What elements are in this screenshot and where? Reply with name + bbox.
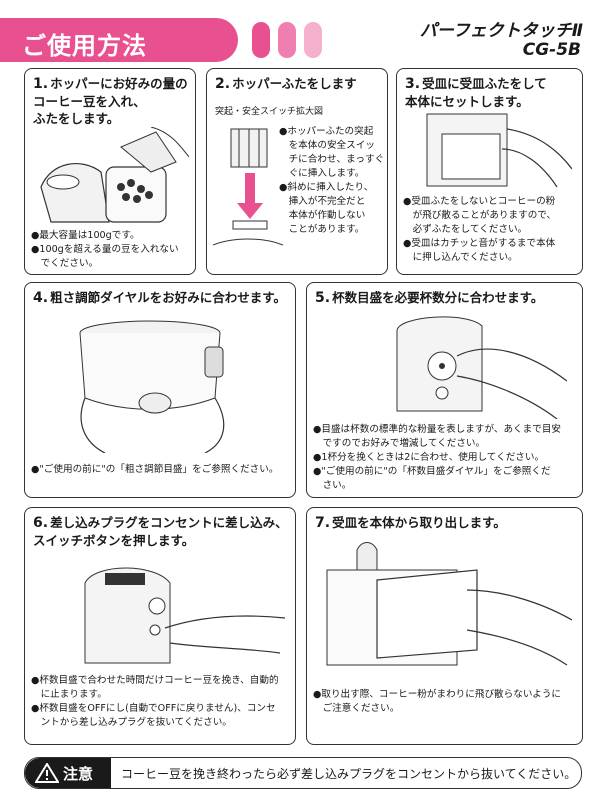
step-2-illustration — [213, 128, 283, 246]
header-band — [0, 18, 238, 62]
decor-pill-1 — [252, 22, 270, 58]
step-4-illustration — [79, 320, 225, 453]
step-2-title: 2.ホッパーふたをします — [215, 76, 357, 92]
warning-icon — [35, 763, 59, 783]
step-7-title: 7.受皿を本体から取り出します。 — [315, 515, 506, 531]
step-1-title: 1.ホッパーにお好みの量の コーヒー豆を入れ、 ふたをします。 — [33, 76, 188, 126]
caution-label-bg — [25, 758, 111, 788]
product-model: CG-5B — [522, 40, 581, 60]
step-6-illustration — [84, 567, 285, 664]
step-1-notes: ●最大容量は100gです。 ●100gを超える量の豆を入れない でください。 — [31, 230, 179, 269]
step-1-illustration — [40, 127, 189, 223]
decor-pill-3 — [304, 22, 322, 58]
step-6-notes: ●杯数目盛で合わせた時間だけコーヒー豆を挽き、自動的 に止まります。 ●杯数目盛… — [31, 675, 279, 728]
caution-word: 注意 — [63, 765, 94, 783]
step-4-title: 4.粗さ調節ダイヤルをお好みに合わせます。 — [33, 290, 286, 306]
caution-text: コーヒー豆を挽き終わったら必ず差し込みプラグをコンセントから抜いてください。 — [121, 767, 577, 781]
step-3-illustration — [426, 113, 572, 188]
decor-pill-2 — [278, 22, 296, 58]
step-2-panel: 2.ホッパーふたをします 突起・安全スイッチ拡大図 ●ホッパーふたの突起 を本体… — [206, 68, 388, 275]
step-5-illustration — [396, 316, 567, 419]
step-7-notes: ●取り出す際、コーヒー粉がまわりに飛び散らないように ご注意ください。 — [313, 689, 562, 714]
step-3-title: 3.受皿に受皿ふたをして 本体にセットします。 — [405, 76, 547, 109]
step-1-panel: 1.ホッパーにお好みの量の コーヒー豆を入れ、 ふたをします。 ●最大容量は10… — [24, 68, 196, 275]
step-6-panel: 6.差し込みプラグをコンセントに差し込み、 スイッチボタンを押します。 ●杯数目… — [24, 507, 296, 745]
step-2-notes: ●ホッパーふたの突起 を本体の安全スイッ チに合わせ、まっすぐ ぐに挿入します。… — [279, 126, 385, 235]
step-6-title: 6.差し込みプラグをコンセントに差し込み、 スイッチボタンを押します。 — [33, 515, 288, 548]
step-4-notes: ●"ご使用の前に"の「粗さ調節目盛」をご参照ください。 — [31, 464, 279, 475]
step-4-panel: 4.粗さ調節ダイヤルをお好みに合わせます。 ●"ご使用の前に"の「粗さ調節目盛」… — [24, 282, 296, 498]
page-title: ご使用方法 — [22, 32, 147, 60]
step-5-title: 5.杯数目盛を必要杯数分に合わせます。 — [315, 290, 544, 306]
caution-bar: 注意 コーヒー豆を挽き終わったら必ず差し込みプラグをコンセントから抜いてください… — [24, 757, 582, 789]
product-name: パーフェクトタッチⅡ — [419, 21, 583, 41]
step-7-panel: 7.受皿を本体から取り出します。 ●取り出す際、コーヒー粉がまわりに飛び散らない… — [306, 507, 583, 745]
step-5-panel: 5.杯数目盛を必要杯数分に合わせます。 ●目盛は杯数の標準的な粉量を表しますが、… — [306, 282, 583, 498]
step-2-caption: 突起・安全スイッチ拡大図 — [215, 107, 324, 117]
step-5-notes: ●目盛は杯数の標準的な粉量を表しますが、あくまで目安 ですのでお好みで増減してく… — [313, 424, 562, 491]
step-3-notes: ●受皿ふたをしないとコーヒーの粉 が飛び散ることがありますので、 必ずふたをして… — [403, 196, 557, 263]
step-3-panel: 3.受皿に受皿ふたをして 本体にセットします。 ●受皿ふたをしないとコーヒーの粉… — [396, 68, 583, 275]
step-7-illustration — [326, 542, 572, 666]
